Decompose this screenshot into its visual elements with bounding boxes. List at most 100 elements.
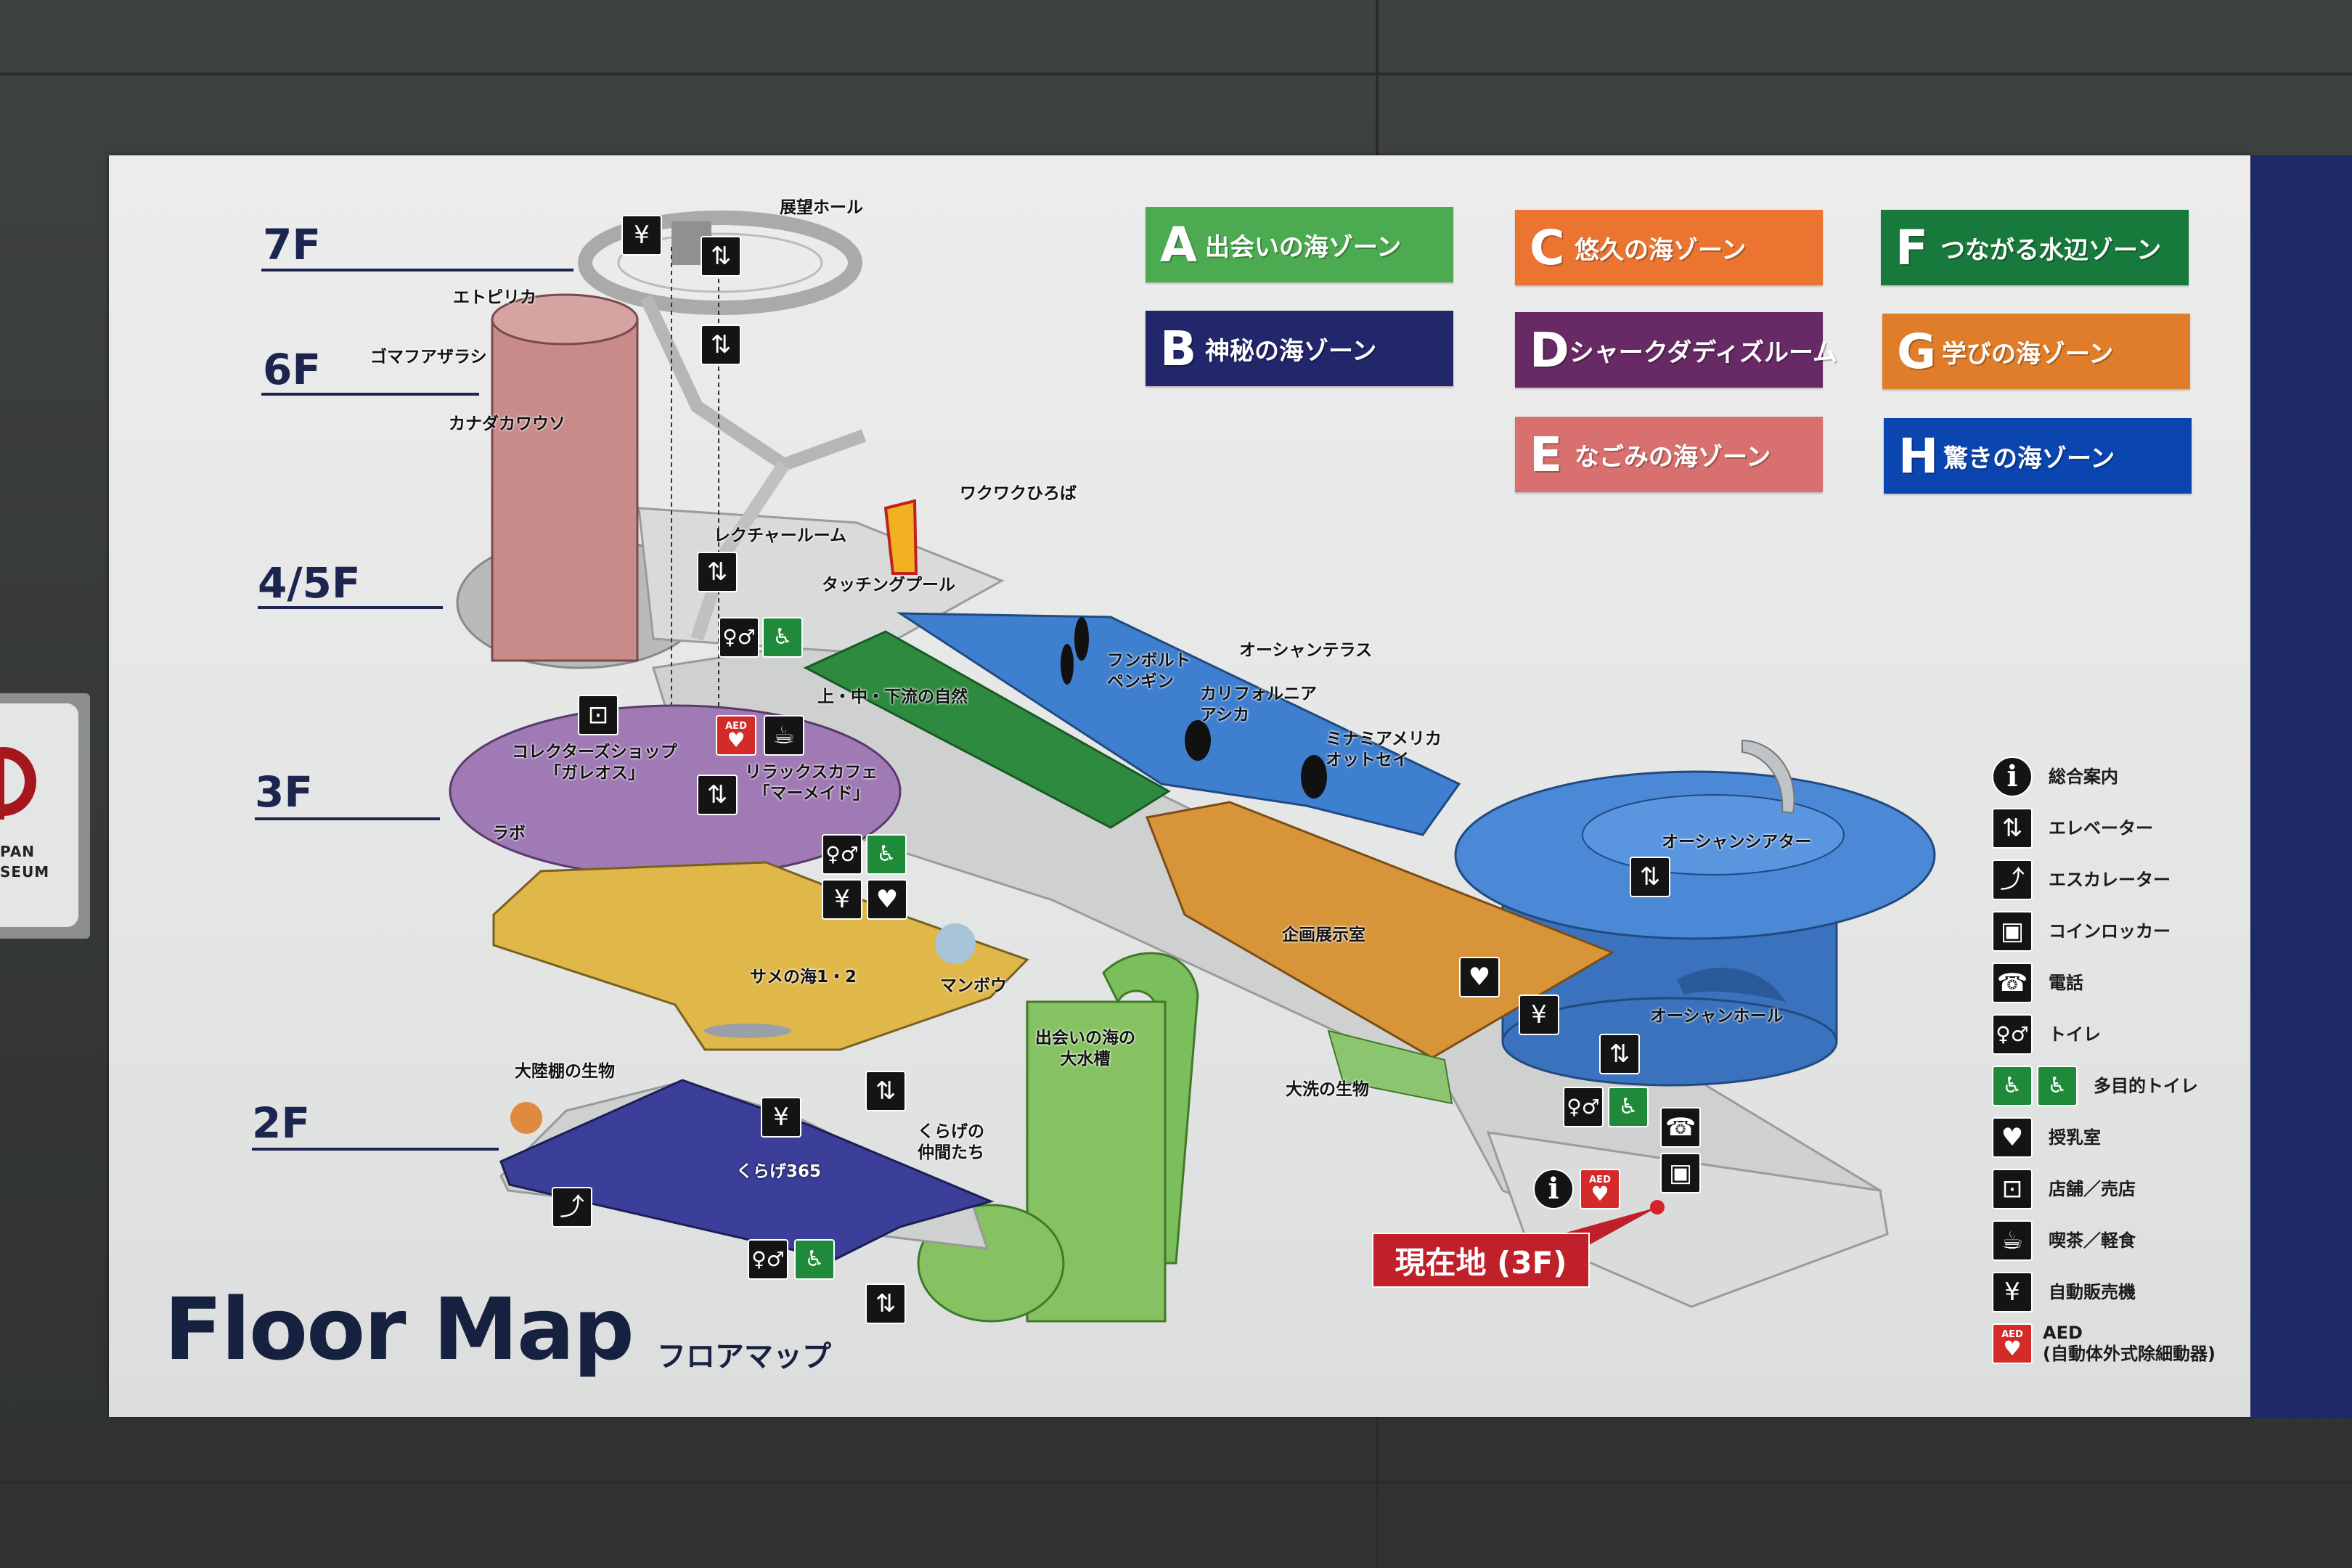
floor-label-3f: 3F [255,767,313,817]
info-icon: i [1533,1169,1574,1209]
floor-label-2f: 2F [252,1098,310,1148]
vending-machine-icon: ¥ [1519,995,1559,1035]
toilet-icon: ♀♂ [822,834,862,875]
map-label: サメの海1・2 [750,968,857,987]
fur-seal-illustration [1301,755,1327,799]
vending-machine-icon: ¥ [621,215,662,256]
map-label: ワクワクひろば [960,484,1077,503]
floor-divider [258,606,443,609]
legend-label: 自動販売機 [2049,1281,2136,1302]
map-label: 企画展示室 [1282,926,1365,944]
elevator-icon: ⇅ [701,324,741,365]
map-label: マンボウ [940,976,1007,995]
label-line: 「マーメイド」 [753,783,870,803]
map-label: タッチングプール [822,576,955,595]
vending-machine-icon: ¥ [761,1097,801,1138]
stairs [640,295,867,473]
legend-label: 電話 [2049,972,2083,993]
dolphin-illustration [1741,739,1795,814]
zone-f-area [803,630,1171,829]
legend-item-coin-locker: ▣ コインロッカー [1992,910,2171,953]
aed-text: AED [2001,1328,2023,1340]
floor-label-6f: 6F [263,345,321,394]
legend-label: エレベーター [2049,817,2153,838]
zone-e-tower-top [491,293,639,346]
zone-e-tower [491,318,639,662]
vending-machine-icon: ¥ [822,879,862,920]
escalator-icon: ⤴ [552,1187,592,1228]
map-label: エトピリカ [453,288,536,307]
legend-label: コインロッカー [2049,920,2171,942]
sea-lion-illustration [1185,720,1211,761]
nursing-room-icon: ♥ [1992,1117,2033,1158]
map-label: 大洗の生物 [1286,1080,1369,1099]
zone-letter: A [1160,216,1198,273]
museum-wall-sign: PAN SEUM [0,693,90,939]
nursing-room-icon: ♥ [867,879,907,920]
penguin-illustration [1074,617,1089,661]
label-line: 仲間たち [918,1143,984,1162]
label-line: オットセイ [1326,750,1409,769]
coin-locker-icon: ▣ [1992,911,2033,952]
wall-seam [0,73,2352,75]
oarai-area [1327,1029,1453,1105]
wall-seam [0,1481,2352,1484]
coin-locker-icon: ▣ [1660,1153,1701,1193]
legend-label-main: AED [2043,1323,2083,1344]
aed-icon: AED♥ [1992,1323,2033,1364]
label-line: ペンギン [1107,671,1174,691]
map-label: フンボルトペンギン [1107,650,1191,693]
map-label: コレクターズショップ「ガレオス」 [512,742,677,784]
sign-text: SEUM [0,863,50,881]
map-label: くらげの仲間たち [918,1122,984,1164]
toilet-icon: ♀♂ [748,1239,788,1280]
sign-text: PAN [0,843,36,860]
zone-letter: E [1530,426,1563,483]
floor-divider [252,1148,499,1151]
zone-letter: F [1895,219,1929,276]
nursing-room-icon: ♥ [1459,957,1500,997]
elevator-icon: ⇅ [1599,1034,1640,1074]
legend-item-elevator: ⇅エレベーター [1992,807,2153,850]
escalator-icon: ⤴ [1992,859,2033,900]
current-location-dot [1650,1200,1665,1214]
aed-text: AED [725,720,747,732]
map-label: オーシャンホール [1650,1007,1784,1026]
phone-icon: ☎ [1660,1107,1701,1148]
zone-name: シャークダディズルーム [1569,338,1838,367]
dolphin-illustration [1677,968,1786,1002]
label-line: コレクターズショップ [512,743,677,761]
zone-name: 学びの海ゾーン [1942,339,2114,369]
aed-icon: AED♥ [716,715,756,756]
penguin-illustration [1061,644,1074,685]
map-label: ラボ [492,824,526,843]
aed-icon: AED♥ [1580,1169,1620,1209]
legend-item-shop: ⊡店舗／売店 [1992,1167,2136,1211]
page-title: Floor Map [164,1279,634,1379]
aed-text: AED [1589,1174,1611,1185]
map-label: くらげ365 [736,1162,822,1181]
label-line: フンボルト [1107,651,1191,670]
multipurpose-toilet-icon: ♿ [794,1239,835,1280]
floor-divider [261,269,573,271]
multipurpose-toilet-icon: ♿ [1992,1066,2033,1106]
cafe-icon: ☕ [764,715,804,756]
board-side-strip [2250,155,2352,1418]
zone-letter: C [1530,219,1565,276]
legend-item-aed: AED♥AED(自動体外式除細動器) [1992,1322,2216,1365]
zone-letter: H [1898,428,1939,484]
label-line: くらげの [918,1122,984,1141]
current-location-badge: 現在地 (3F) [1372,1233,1590,1288]
multipurpose-toilet-icon: ♿ [762,617,803,658]
label-line: 出会いの海の [1035,1029,1135,1048]
floor-label-45f: 4/5F [258,558,361,608]
legend-label: トイレ [2049,1024,2101,1045]
floor-divider [261,393,479,396]
observation-ring [578,211,862,315]
zone-name: 神秘の海ゾーン [1205,336,1377,366]
map-label: 上・中・下流の自然 [817,687,968,706]
